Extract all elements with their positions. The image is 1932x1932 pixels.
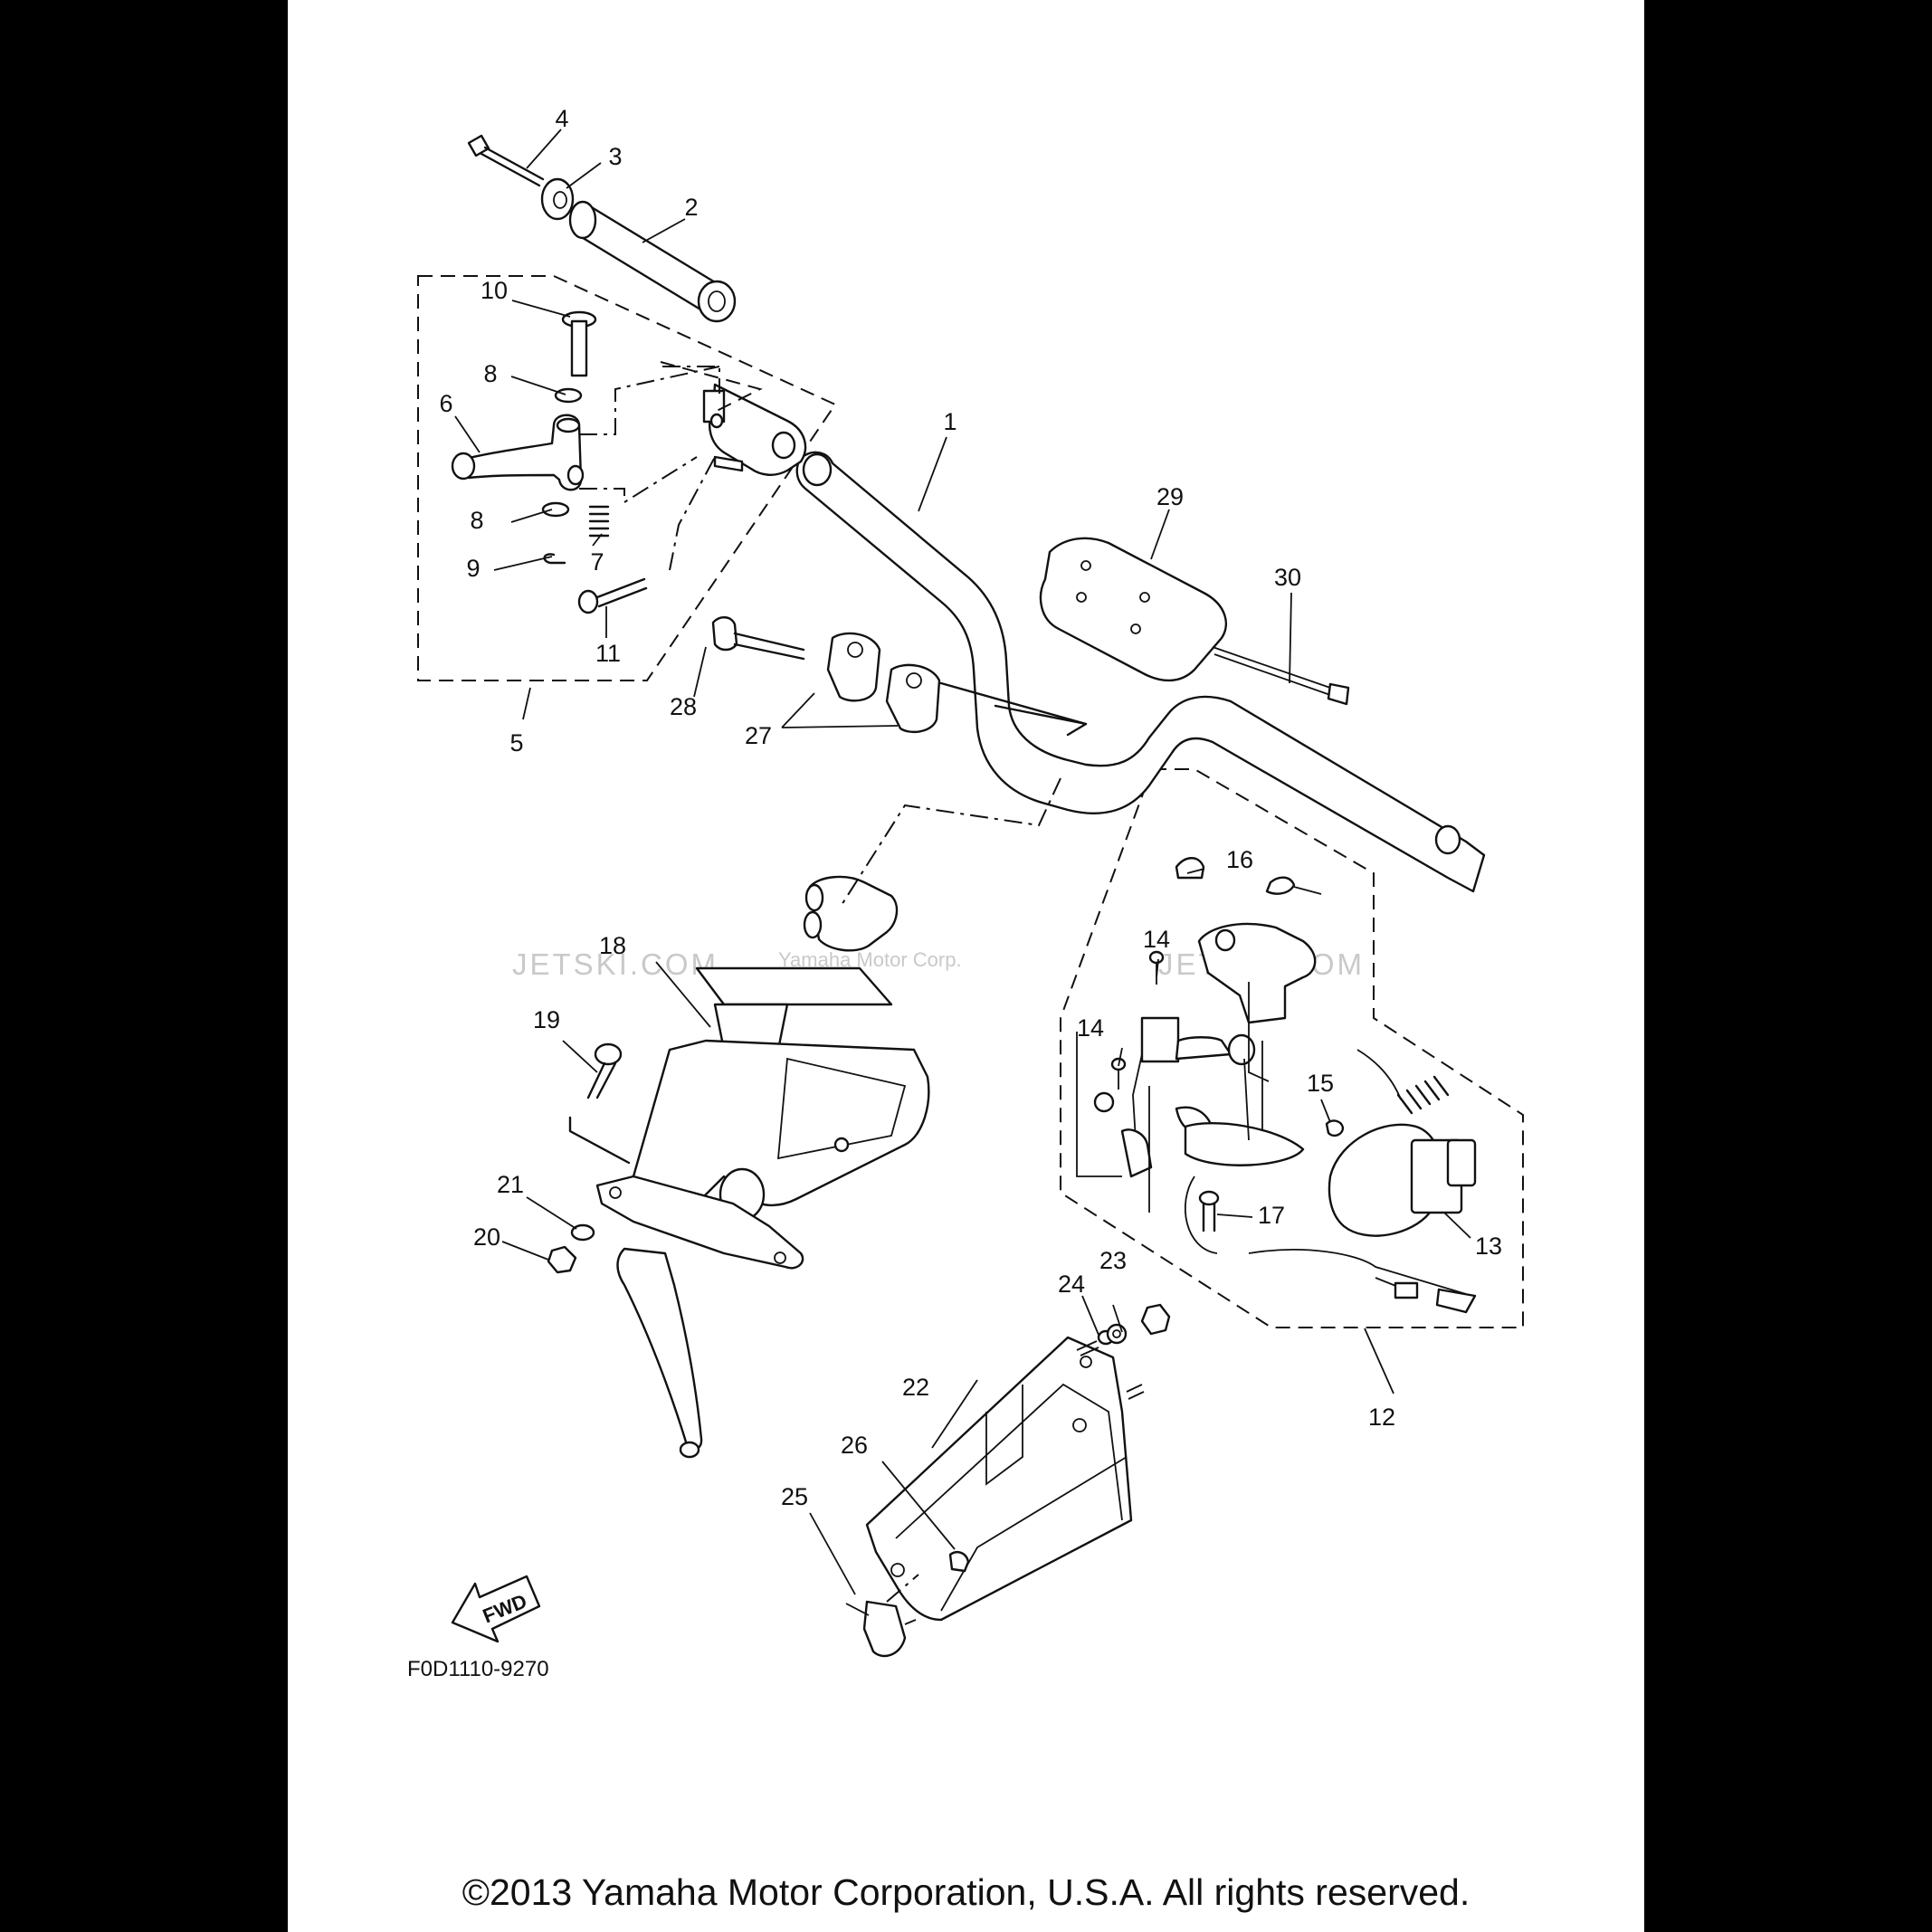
callout-14-lower: 14 <box>1077 1014 1104 1042</box>
callout-27: 27 <box>745 722 772 749</box>
handlebar-pad <box>1039 537 1228 682</box>
callout-26: 26 <box>841 1432 868 1459</box>
clip-25 <box>845 1600 917 1658</box>
throttle-lever <box>451 414 585 491</box>
handlebar-clamp-lower <box>885 663 941 734</box>
callout-13: 13 <box>1475 1232 1502 1260</box>
assembly-box-5 <box>417 275 837 681</box>
callout-4: 4 <box>555 105 568 132</box>
e-clip <box>543 553 566 565</box>
callout-10: 10 <box>481 277 508 304</box>
lower-box <box>865 1336 1133 1622</box>
column-bolt <box>586 1042 623 1099</box>
callout-18: 18 <box>599 932 626 959</box>
switch-guide-left <box>1076 1032 1122 1177</box>
washer-24 <box>1106 1323 1128 1345</box>
callout-28: 28 <box>670 693 697 720</box>
collar <box>540 177 575 221</box>
callout-labels: 1 2 3 4 5 6 7 8 8 9 10 11 12 13 14 14 15… <box>439 105 1502 1510</box>
callout-7: 7 <box>590 548 604 576</box>
callout-5: 5 <box>509 729 523 757</box>
handlebar-clamp-upper <box>826 632 881 702</box>
throttle-guide-line <box>660 361 763 413</box>
callout-11: 11 <box>595 640 621 667</box>
callout-15: 15 <box>1307 1070 1334 1097</box>
callout-3: 3 <box>608 143 622 170</box>
column-centerline <box>841 777 1061 906</box>
copyright-notice: ©2013 Yamaha Motor Corporation, U.S.A. A… <box>462 1871 1470 1913</box>
switch-guide-right <box>1248 982 1270 1082</box>
handlebar <box>795 451 1486 893</box>
switch-harness <box>1184 1175 1477 1314</box>
throttle-spring <box>588 505 610 538</box>
callout-14-upper: 14 <box>1143 926 1170 953</box>
callout-12: 12 <box>1368 1404 1395 1431</box>
clamp-guide-line-2 <box>994 704 1088 726</box>
callout-8-lower: 8 <box>470 507 483 534</box>
cable-tie <box>1212 646 1350 706</box>
callout-16: 16 <box>1226 846 1253 873</box>
lanyard-cap <box>1328 1123 1477 1237</box>
callout-17: 17 <box>1258 1202 1285 1229</box>
callout-29: 29 <box>1156 483 1184 510</box>
switch-grommet <box>1325 1119 1345 1137</box>
watermark-left: JETSKI.COM <box>512 947 719 981</box>
throttle-housing <box>702 383 807 476</box>
coil-spring <box>1356 1049 1450 1115</box>
callout-9: 9 <box>466 555 480 582</box>
throttle-pin <box>561 310 597 377</box>
handlebar-clamp-bolt <box>711 616 805 661</box>
callout-20: 20 <box>473 1223 500 1251</box>
clip-centerline <box>886 1574 919 1603</box>
washer-lower <box>541 501 570 518</box>
box-bolt-side <box>1126 1384 1145 1400</box>
switch-body <box>1093 1016 1305 1213</box>
callout-30: 30 <box>1274 564 1301 591</box>
switch-housing <box>1175 857 1322 1024</box>
assembly-box-12 <box>1060 768 1524 1328</box>
column-washer <box>570 1223 595 1242</box>
callout-22: 22 <box>902 1374 929 1401</box>
switch-screw-upper <box>1148 950 1165 985</box>
washer-upper <box>554 387 583 404</box>
callout-19: 19 <box>533 1006 560 1033</box>
throttle-centerlines <box>579 366 720 571</box>
drawing-code: F0D1110-9270 <box>407 1657 549 1681</box>
callout-6: 6 <box>439 390 452 417</box>
callout-2: 2 <box>684 194 698 221</box>
grip-bolt <box>467 134 545 187</box>
callout-21: 21 <box>497 1171 524 1198</box>
grip <box>568 200 737 323</box>
steering-column <box>595 875 930 1459</box>
callout-1: 1 <box>943 408 956 435</box>
switch-screw-17 <box>1198 1190 1220 1232</box>
throttle-screw <box>577 577 648 614</box>
callout-25: 25 <box>781 1483 808 1510</box>
fwd-arrow-icon: FWD <box>451 1575 541 1643</box>
grommet-26 <box>948 1551 970 1573</box>
callout-24: 24 <box>1058 1271 1085 1298</box>
nut-23 <box>1140 1303 1171 1336</box>
callout-8-upper: 8 <box>483 360 497 387</box>
leader-lines <box>454 128 1471 1595</box>
callout-23: 23 <box>1099 1247 1127 1274</box>
column-nut <box>547 1245 577 1274</box>
column-bolt-guide <box>568 1116 631 1165</box>
